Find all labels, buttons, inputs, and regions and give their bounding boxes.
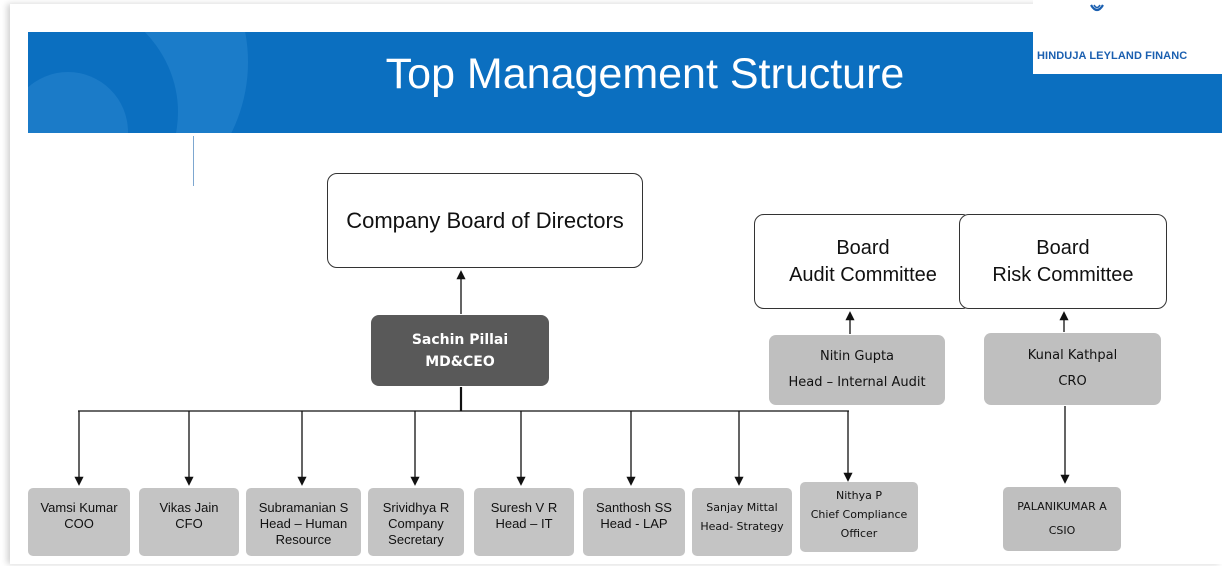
report-line: Secretary [388, 532, 444, 547]
ceo-role: MD&CEO [425, 353, 495, 370]
report-box-company-secretary: Srividhya R Company Secretary [368, 488, 464, 556]
report-line: Srividhya R [382, 500, 450, 515]
divider-line [193, 136, 194, 186]
csio-box: PALANIKUMAR A CSIO [1003, 487, 1121, 551]
risk-committee-line2: Risk Committee [992, 263, 1134, 286]
report-line: Nithya P [836, 489, 882, 502]
audit-committee-line1: Board [836, 236, 890, 259]
report-line: Vamsi Kumar [40, 500, 118, 515]
csio-role: CSIO [1048, 524, 1076, 537]
report-line: Head- Strategy [700, 520, 784, 533]
page-title: Top Management Structure [385, 50, 905, 98]
report-box-strategy: Sanjay Mittal Head- Strategy [692, 488, 792, 556]
logo-text: HINDUJA LEYLAND FINANC [1037, 50, 1188, 62]
report-line: Vikas Jain [159, 500, 219, 515]
report-line: Resource [275, 532, 332, 547]
ceo-name: Sachin Pillai [411, 331, 509, 348]
csio-name: PALANIKUMAR A [1017, 500, 1107, 513]
report-line: Head - LAP [600, 516, 668, 531]
report-line: Officer [840, 527, 878, 540]
title-banner: Top Management Structure [28, 32, 1222, 133]
report-line: CFO [175, 516, 203, 531]
cro-role: CRO [1058, 374, 1087, 389]
report-line: Head – Human [259, 516, 348, 531]
report-line: COO [64, 516, 94, 531]
risk-committee-box: Board Risk Committee [959, 214, 1167, 309]
internal-audit-head-box: Nitin Gupta Head – Internal Audit [769, 335, 945, 405]
report-line: Head – IT [495, 516, 553, 531]
cro-box: Kunal Kathpal CRO [984, 333, 1161, 405]
cro-name: Kunal Kathpal [1027, 348, 1118, 363]
report-line: Sanjay Mittal [706, 501, 778, 514]
report-line: Company [388, 516, 444, 531]
audit-head-name: Nitin Gupta [819, 349, 895, 364]
report-line: Suresh V R [490, 500, 558, 515]
report-box-lap: Santhosh SS Head - LAP [583, 488, 685, 556]
report-box-compliance: Nithya P Chief Compliance Officer [800, 482, 918, 552]
report-line: Santhosh SS [596, 500, 672, 515]
report-box-hr: Subramanian S Head – Human Resource [246, 488, 361, 556]
logo-area [1033, 0, 1222, 74]
report-box-it: Suresh V R Head – IT [474, 488, 574, 556]
hinduja-logo-icon [1090, 4, 1104, 12]
banner-swoosh [28, 32, 178, 133]
audit-head-role: Head – Internal Audit [788, 375, 926, 390]
report-line: Chief Compliance [810, 508, 908, 521]
report-line: Subramanian S [258, 500, 349, 515]
risk-committee-line1: Board [1036, 236, 1090, 259]
board-of-directors-box: Company Board of Directors [327, 173, 643, 268]
ceo-box: Sachin Pillai MD&CEO [371, 315, 549, 386]
report-box-cfo: Vikas Jain CFO [139, 488, 239, 556]
board-of-directors-label: Company Board of Directors [346, 207, 624, 233]
report-box-coo: Vamsi Kumar COO [28, 488, 130, 556]
audit-committee-line2: Audit Committee [789, 263, 937, 286]
audit-committee-box: Board Audit Committee [754, 214, 972, 309]
